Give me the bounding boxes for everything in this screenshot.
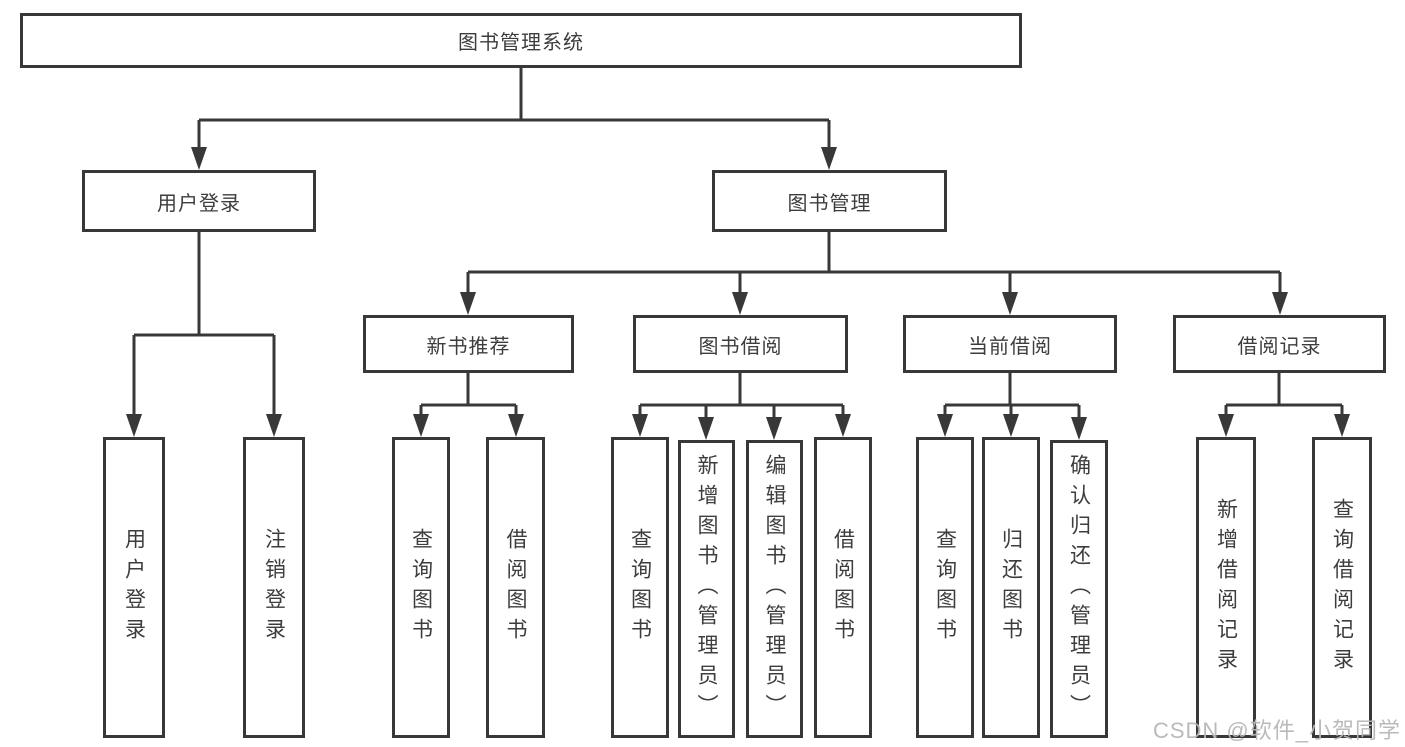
node-leaf-logout: 注销登录 [243, 437, 305, 738]
node-leaf-br-add-record: 新增借阅记录 [1196, 437, 1256, 738]
node-leaf-user-login: 用户登录 [103, 437, 165, 738]
node-leaf-bb-query-books: 查询图书 [611, 437, 669, 738]
connector-new-book-rec-to-leaves [413, 373, 524, 437]
node-leaf-nbr-borrow-books: 借阅图书 [486, 437, 545, 738]
node-leaf-bb-borrow-books: 借阅图书 [814, 437, 872, 738]
node-new-book-recommend: 新书推荐 [363, 315, 574, 373]
node-leaf-cb-query-books: 查询图书 [916, 437, 974, 738]
node-borrow-records: 借阅记录 [1173, 315, 1386, 373]
node-leaf-nbr-query-books: 查询图书 [392, 437, 450, 738]
connector-current-borrow-to-leaves [937, 373, 1087, 440]
node-book-borrow: 图书借阅 [633, 315, 848, 373]
node-leaf-cb-confirm-return-admin: 确认归还（管理员） [1050, 440, 1108, 738]
connector-book-borrow-to-leaves [632, 373, 851, 440]
connector-user-login-to-leaves [126, 232, 282, 437]
node-leaf-br-query-record: 查询借阅记录 [1312, 437, 1372, 738]
connector-root-to-level2 [191, 68, 837, 170]
node-leaf-cb-return-books: 归还图书 [982, 437, 1040, 738]
node-user-login: 用户登录 [82, 170, 316, 232]
connector-book-mgmt-to-level3 [460, 232, 1288, 315]
node-root: 图书管理系统 [20, 13, 1022, 68]
node-book-mgmt: 图书管理 [712, 170, 947, 232]
connector-borrow-records-to-leaves [1218, 373, 1350, 437]
watermark: CSDN @软件_小贺同学 [1152, 718, 1401, 743]
node-current-borrow: 当前借阅 [903, 315, 1117, 373]
node-leaf-bb-edit-books-admin: 编辑图书（管理员） [746, 440, 803, 738]
node-leaf-bb-add-books-admin: 新增图书（管理员） [678, 440, 735, 738]
